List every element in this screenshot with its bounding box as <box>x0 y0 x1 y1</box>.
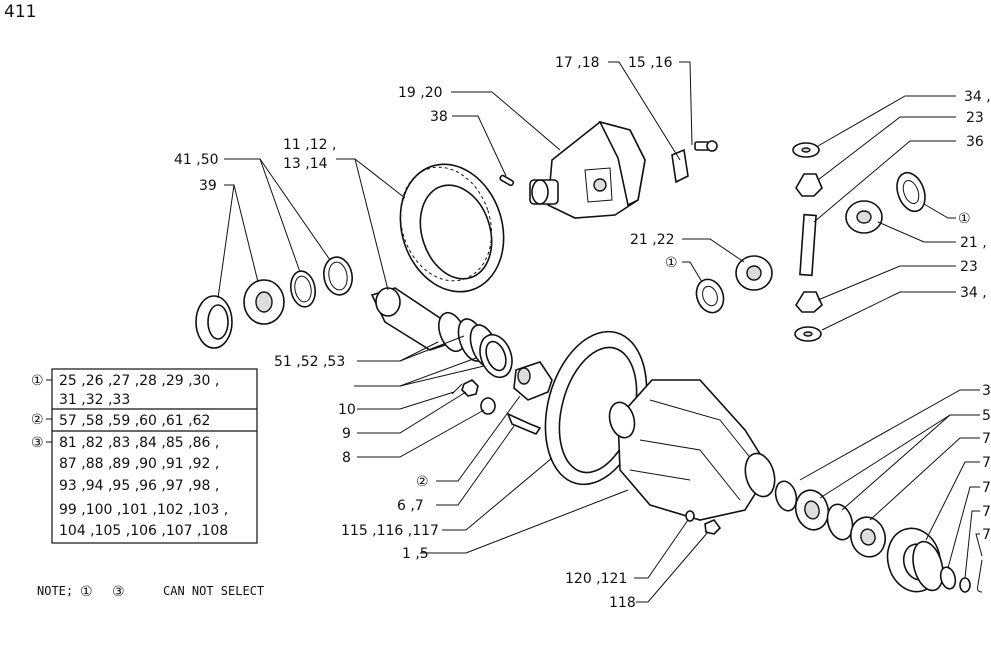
table-group3-line4: 99 ,100 ,101 ,102 ,103 , <box>59 502 228 518</box>
thrust-washer-part <box>695 278 725 314</box>
note-prefix: NOTE; <box>37 584 73 598</box>
label-circle1-right: ① <box>958 211 971 227</box>
washer-34-bottom-part <box>794 326 822 342</box>
label-10: 10 <box>338 402 356 418</box>
label-39: 39 <box>199 178 217 194</box>
label-38: 38 <box>430 109 448 125</box>
breather-6-7-part <box>506 412 542 435</box>
label-3-right: 3 <box>982 383 991 399</box>
label-34-top: 34 , <box>964 89 991 105</box>
label-41-50: 41 ,50 <box>174 152 219 168</box>
note-symbol-3: ③ <box>112 584 125 600</box>
spacer-5-part <box>826 503 854 541</box>
label-36: 36 <box>966 134 984 150</box>
nut-9-part <box>461 379 479 397</box>
label-115-117: 115 ,116 ,117 <box>341 523 439 539</box>
page-number: 411 <box>4 2 36 22</box>
label-120-121: 120 ,121 <box>565 571 627 587</box>
drive-pinion-part <box>370 287 466 353</box>
bearing-7-part <box>849 516 887 558</box>
label-8: 8 <box>342 450 351 466</box>
shims-51-53-part <box>457 318 513 379</box>
label-13-14: 13 ,14 <box>283 156 328 172</box>
washer-34-top-part <box>792 142 820 158</box>
table-group2-line1: 57 ,58 ,59 ,60 ,61 ,62 <box>59 413 210 429</box>
companion-flange-part <box>886 527 944 593</box>
label-23-bottom: 23 <box>960 259 978 275</box>
label-9: 9 <box>342 426 351 442</box>
leader-lines <box>217 61 983 603</box>
table-group3-symbol: ③ <box>31 435 44 451</box>
bearing-cone-part <box>243 279 285 325</box>
label-21-right: 21 , <box>960 235 987 251</box>
lock-17-18-part <box>671 148 689 184</box>
pinion-shaft-36-part <box>799 213 817 277</box>
label-21-22: 21 ,22 <box>630 232 675 248</box>
nut-7-part <box>959 577 971 593</box>
parts-table: ① ② ③ 25 ,26 ,27 ,28 ,29 ,30 , 31 ,32 ,3… <box>31 368 258 544</box>
label-7c-right: 7 <box>982 480 991 496</box>
table-group3-line2: 87 ,88 ,89 ,90 ,91 ,92 , <box>59 456 219 472</box>
label-6-7: 6 ,7 <box>397 498 424 514</box>
pinion-mate-23-bottom-part <box>795 291 823 313</box>
side-gear-21-22-part <box>735 255 773 291</box>
label-51-53: 51 ,52 ,53 <box>274 354 345 370</box>
flange-8-part <box>480 397 496 415</box>
shim-41-50-part <box>289 256 353 308</box>
label-11-12: 11 ,12 , <box>283 137 336 153</box>
label-34-bottom: 34 , <box>960 285 987 301</box>
label-17-18: 17 ,18 <box>555 55 600 71</box>
table-group1-line1: 25 ,26 ,27 ,28 ,29 ,30 , <box>59 373 219 389</box>
label-7a-right: 7 <box>982 431 991 447</box>
plug-120-121-part <box>685 510 695 522</box>
oil-seal-circle2-part <box>513 361 553 401</box>
pinion-mate-23-top-part <box>795 173 823 197</box>
table-group2-symbol: ② <box>31 412 44 428</box>
label-7e-right: 7 <box>982 527 991 543</box>
pin-7-part <box>977 559 983 593</box>
label-1-5: 1 ,5 <box>402 546 429 562</box>
bolt-15-16-part <box>694 140 718 152</box>
washer-circle1-right-part <box>896 171 926 213</box>
washer-7-part <box>939 566 957 590</box>
label-23-top: 23 <box>966 110 984 126</box>
label-5-right: 5 <box>982 408 991 424</box>
label-15-16: 15 ,16 <box>628 55 673 71</box>
label-7b-right: 7 <box>982 455 991 471</box>
table-group1-symbol: ① <box>31 373 44 389</box>
note: NOTE; ① ③ CAN NOT SELECT <box>37 584 264 600</box>
table-group3-line5: 104 ,105 ,106 ,107 ,108 <box>59 523 228 539</box>
table-group3-line1: 81 ,82 ,83 ,84 ,85 ,86 , <box>59 435 219 451</box>
label-7d-right: 7 <box>982 504 991 520</box>
label-19-20: 19 ,20 <box>398 85 443 101</box>
note-text: CAN NOT SELECT <box>163 584 264 598</box>
label-circle1-mid: ① <box>665 255 678 271</box>
side-gear-21-right-part <box>845 200 883 234</box>
table-group1-line2: 31 ,32 ,33 <box>59 392 130 408</box>
bearing-circle3-part <box>774 480 830 531</box>
table-group3-line3: 93 ,94 ,95 ,96 ,97 ,98 , <box>59 478 219 494</box>
callout-labels: 17 ,18 15 ,16 19 ,20 38 11 ,12 , 13 ,14 … <box>174 55 991 611</box>
gear-carrier-part <box>608 379 776 521</box>
plug-118-part <box>704 519 722 535</box>
label-circle2: ② <box>416 474 429 490</box>
note-symbol-1: ① <box>80 584 93 600</box>
differential-case-part <box>529 120 646 219</box>
ring-gear-part <box>399 163 505 293</box>
pin-38-part <box>499 174 515 187</box>
label-118: 118 <box>609 595 636 611</box>
bearing-39-part <box>195 295 233 349</box>
